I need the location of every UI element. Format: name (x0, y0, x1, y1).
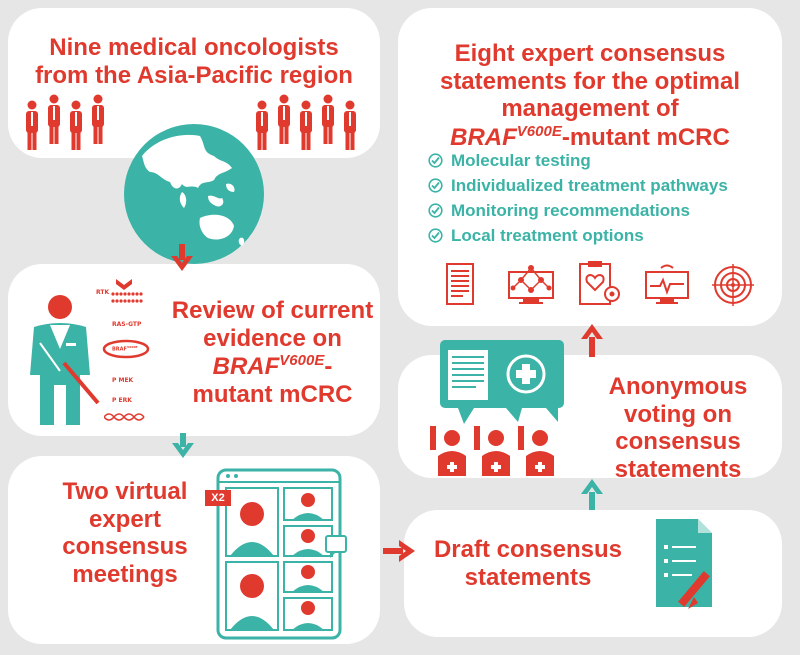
statement-topics-list: Molecular testing Individualized treatme… (428, 148, 728, 248)
card-consensus-statements (398, 8, 782, 326)
heart-monitor-icon (645, 264, 689, 304)
oncologists-right-group-icon (256, 94, 356, 150)
meetings-x2-badge: X2 (205, 490, 231, 506)
dna-icon (104, 413, 145, 421)
arrow-step2-to-step3 (172, 433, 194, 458)
target-icon (712, 264, 754, 306)
card-draft-statements (404, 510, 782, 637)
document-edit-icon (656, 519, 712, 609)
oncologists-left-group-icon (26, 94, 104, 150)
statement-topic-item: Molecular testing (428, 148, 728, 173)
pathway-braf-label: BRAFV600E (112, 345, 138, 353)
arrow-step5-to-step6 (581, 324, 603, 357)
arrow-step1-to-step2 (171, 244, 193, 271)
consensus-statements-title: Eight expert consensus statements for th… (439, 40, 741, 151)
globe-icon (124, 124, 264, 264)
clipboard-heart-gear-icon (579, 261, 620, 305)
braf-oval-icon (102, 339, 150, 359)
arrow-step3-to-step4 (383, 540, 415, 562)
oncologists-title: Nine medical oncologists from the Asia-P… (35, 34, 353, 89)
check-circle-icon (428, 153, 443, 168)
pathway-ras-label: RAS-GTP (112, 321, 142, 328)
pathway-chevron-icon (116, 279, 132, 290)
virtual-meetings-title: Two virtual expert consensus meetings (62, 478, 188, 588)
doctor-presenting-icon (30, 295, 100, 425)
braf-pathway-diagram: RTK RAS-GTP BRAFV600E P MEK P ERK (96, 279, 166, 429)
statement-topic-item: Monitoring recommendations (428, 198, 728, 223)
check-circle-icon (428, 203, 443, 218)
review-evidence-title: Review of current evidence on BRAFV600E-… (171, 297, 374, 408)
pathway-mek-label: P MEK (112, 377, 134, 384)
arrow-step4-to-step5 (581, 479, 603, 510)
anonymous-voting-title: Anonymous voting on consensus statements (608, 373, 748, 483)
video-conference-icon (216, 468, 347, 640)
statement-topic-item: Individualized treatment pathways (428, 173, 728, 198)
cell-membrane-icon (111, 292, 143, 303)
check-circle-icon (428, 228, 443, 243)
check-circle-icon (428, 178, 443, 193)
pathway-rtk-label: RTK (96, 289, 110, 296)
statement-topic-item: Local treatment options (428, 223, 728, 248)
pathway-erk-label: P ERK (112, 397, 132, 404)
draft-statements-title: Draft consensus statements (433, 536, 623, 591)
voting-hands-icon (430, 340, 564, 476)
test-report-icon (446, 263, 474, 305)
molecular-network-monitor-icon (508, 265, 554, 304)
